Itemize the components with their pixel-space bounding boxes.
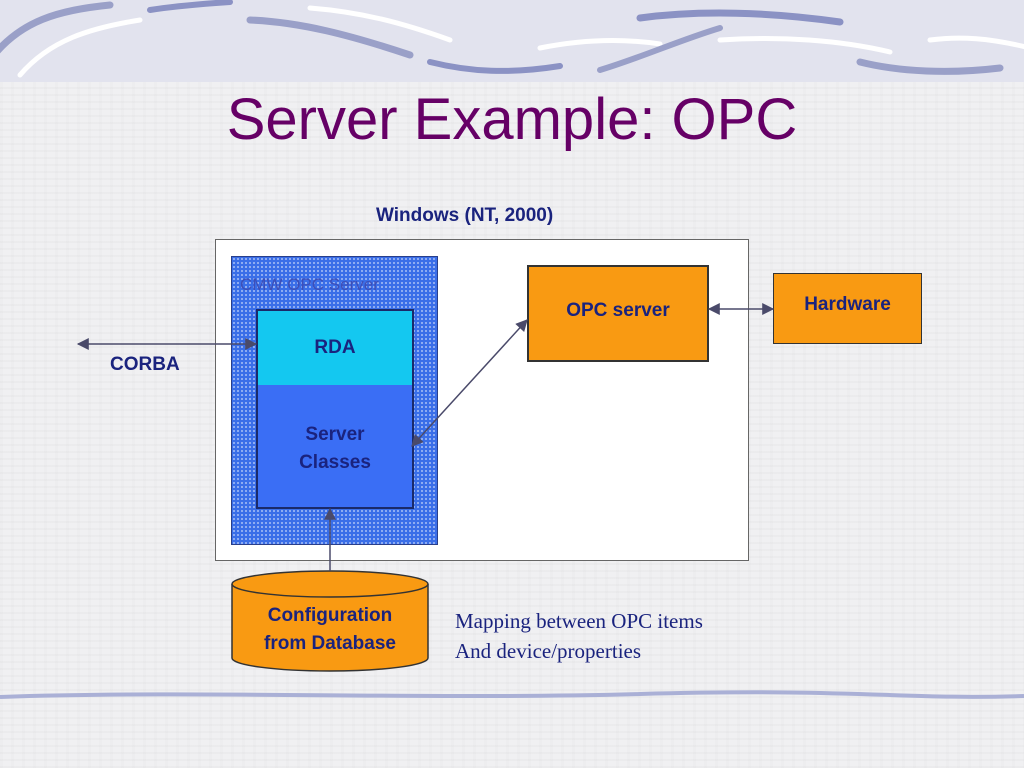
cmw-opc-server-label: CMW OPC Server [240, 275, 379, 294]
server-classes-line2: Classes [299, 452, 371, 473]
opc-server-label: OPC server [566, 299, 670, 321]
bottom-decorative-rule [0, 690, 1024, 699]
server-classes-line1: Server [305, 424, 365, 445]
hardware-label: Hardware [804, 293, 891, 315]
rda-box: RDA [256, 309, 414, 387]
config-line1: Configuration [267, 605, 393, 626]
windows-os-label: Windows (NT, 2000) [376, 205, 554, 226]
config-database-label: Configuration from Database [232, 602, 428, 658]
classes-to-opc-arrow [411, 319, 528, 447]
hardware-box: Hardware [773, 273, 922, 344]
config-line2: from Database [264, 633, 396, 654]
slide-title: Server Example: OPC [226, 87, 798, 152]
server-classes-label: Server Classes [258, 421, 412, 477]
corba-label: CORBA [110, 354, 180, 375]
decorative-header-band [0, 0, 1024, 82]
mapping-note: Mapping between OPC items And device/pro… [455, 606, 703, 666]
opc-server-box: OPC server [527, 265, 709, 362]
rda-label: RDA [314, 337, 356, 358]
swirl-decoration [0, 0, 1024, 78]
server-classes-box: Server Classes [256, 385, 414, 509]
mapping-line1: Mapping between OPC items [455, 609, 703, 633]
database-cylinder [231, 570, 429, 672]
mapping-line2: And device/properties [455, 639, 642, 663]
